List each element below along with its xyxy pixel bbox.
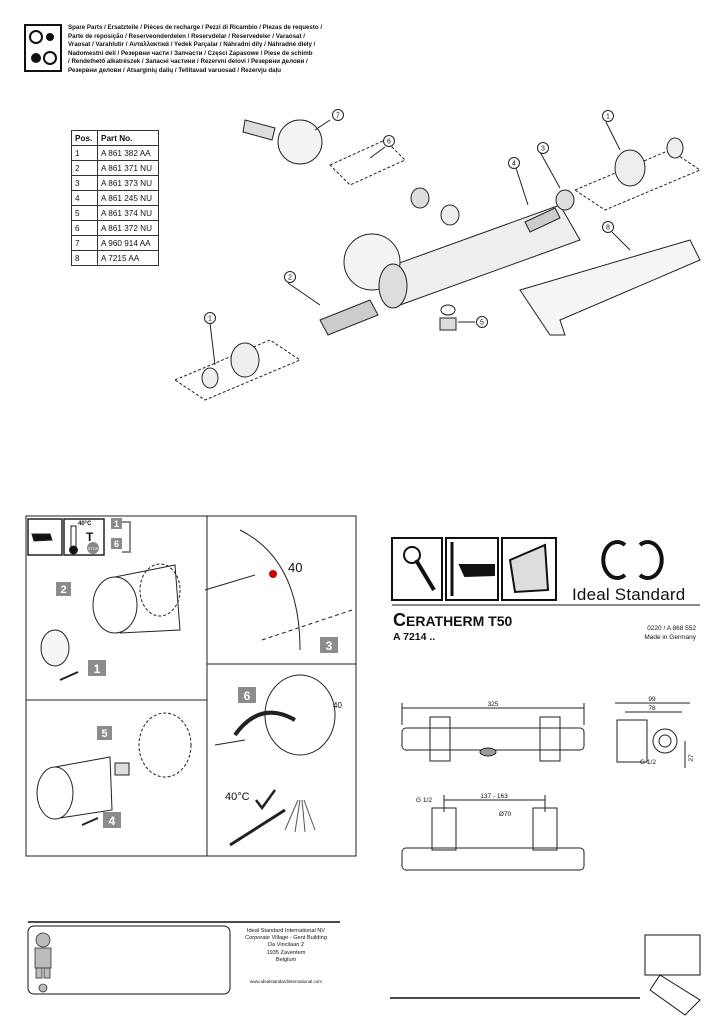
part-cell: A 861 371 NU: [97, 160, 159, 176]
made-in: Made in Germany: [644, 634, 696, 641]
spare-line: Spare Parts / Ersatzteile / Pièces de re…: [68, 24, 323, 31]
model-code: A 7214 ..: [393, 631, 436, 643]
table-header: Pos. Part No.: [71, 130, 159, 146]
part-cell: A 861 382 AA: [97, 145, 159, 161]
tools-icons: [391, 537, 557, 601]
spare-line: / Rendelhető alkatrészek / Запасні части…: [68, 58, 308, 66]
company-address: Ideal Standard International NV Corporat…: [232, 928, 340, 964]
pos-cell: 1: [71, 145, 98, 161]
step-badges: [56, 518, 338, 828]
model-rest: ERATHERM T50: [406, 613, 513, 629]
ideal-standard-logo: [601, 540, 664, 580]
pos-cell: 5: [71, 205, 98, 221]
pos-cell: 6: [71, 220, 98, 236]
brand-name: Ideal Standard: [572, 585, 686, 604]
instruction-panel: [25, 515, 357, 857]
spare-parts-title: Spare Parts / Ersatzteile / Pièces de re…: [68, 24, 368, 76]
pos-cell: 2: [71, 160, 98, 176]
person-icon: [34, 932, 52, 993]
pos-cell: 7: [71, 235, 98, 251]
address-line: Corporate Village - Gent Building: [245, 935, 327, 942]
part-cell: A 861 372 NU: [97, 220, 159, 236]
spare-line: Nadomestni deli / Резервни части / Запча…: [68, 49, 313, 57]
address-line: Da Vincilaan 2: [268, 942, 304, 949]
pos-cell: 4: [71, 190, 98, 206]
part-cell: A 7215 AA: [97, 250, 159, 266]
doc-reference: 0220 / A 868 552 Made in Germany: [600, 624, 696, 642]
model-first-letter: C: [393, 610, 406, 630]
address-line: 1935 Zaventem: [266, 949, 306, 956]
website-link[interactable]: www.idealstandardinternational.com: [249, 979, 323, 984]
header-part-no: Part No.: [97, 130, 159, 146]
spare-parts-icon: [24, 24, 62, 72]
model-name: CERATHERM T50: [393, 610, 512, 631]
address-line: Ideal Standard International NV: [246, 928, 326, 934]
pos-cell: 3: [71, 175, 98, 191]
part-cell: A 861 245 NU: [97, 190, 159, 206]
exploded-view: [173, 119, 702, 401]
footer-lines: [27, 921, 701, 1016]
part-cell: A 861 374 NU: [97, 205, 159, 221]
spare-line: Vraosat / Varahlutir / Ανταλλακτικά / Ye…: [68, 41, 316, 49]
doc-number: 0220 / A 868 552: [647, 625, 696, 632]
dimension-drawings: [401, 702, 690, 871]
address-line: Belgium: [275, 956, 297, 963]
spare-line: Parte de reposição / Reserveonderdelen /…: [68, 32, 305, 40]
pos-cell: 8: [71, 250, 98, 266]
part-cell: A 861 373 NU: [97, 175, 159, 191]
header-pos: Pos.: [71, 130, 98, 146]
spare-line: Резервни делови / Atsarginių dalių / Tel…: [68, 66, 282, 74]
part-cell: A 960 914 AA: [97, 235, 159, 251]
